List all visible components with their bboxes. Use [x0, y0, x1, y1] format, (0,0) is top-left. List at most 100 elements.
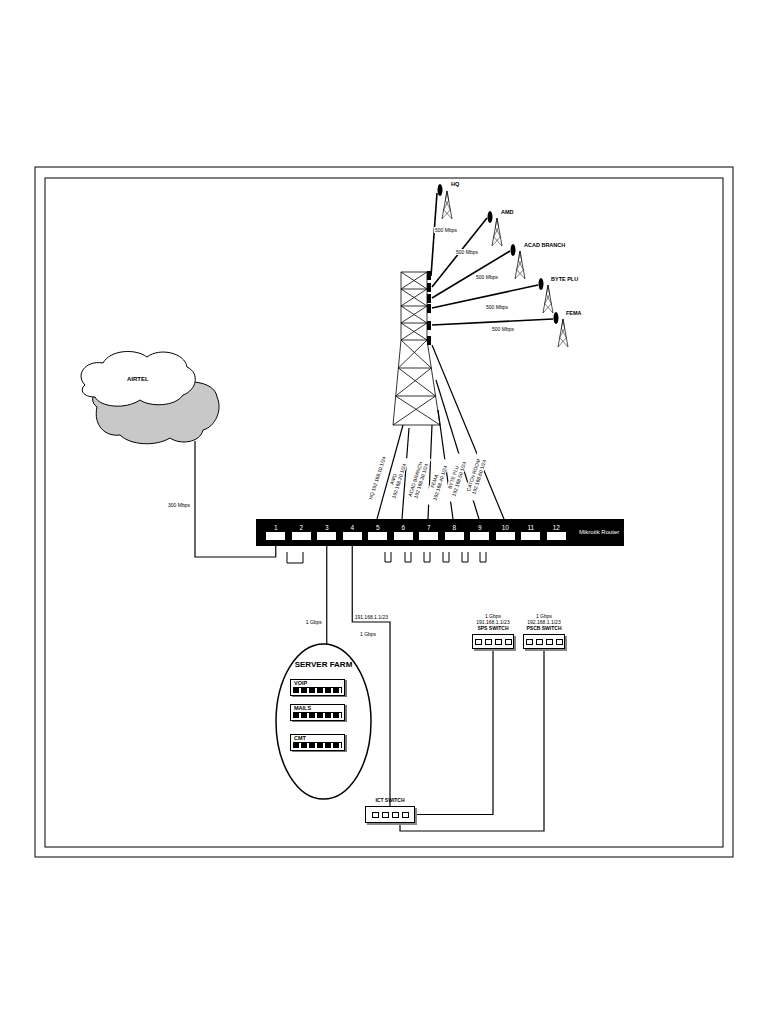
- port-number: 12: [553, 523, 560, 532]
- port-socket: [368, 532, 387, 540]
- mast-legs: [442, 191, 452, 219]
- switch-port: [505, 639, 512, 645]
- tower-brace: [401, 340, 427, 341]
- mast-brace: [545, 294, 552, 303]
- cable-stub: [424, 552, 430, 562]
- port-socket: [521, 532, 540, 540]
- router-port: 4: [340, 523, 366, 540]
- tower-brace: [396, 396, 440, 425]
- bandwidth-label: 500 Mbps: [475, 274, 499, 280]
- port-socket: [292, 532, 311, 540]
- node-text: 191.168.1.1/23: [476, 619, 509, 625]
- tower-brace: [401, 289, 427, 306]
- mast-brace: [444, 200, 451, 209]
- server-box: CMT: [290, 734, 345, 751]
- dish: [438, 184, 443, 196]
- router-port: 3: [314, 523, 340, 540]
- tower-feeders: [377, 345, 504, 519]
- mast-brace: [442, 210, 452, 219]
- port-socket: [547, 532, 566, 540]
- wireless-link: [432, 319, 553, 325]
- router-port: 9: [467, 523, 493, 540]
- node-text: FEMA: [566, 310, 582, 317]
- link-label: 191.168.1.1/23: [354, 614, 389, 620]
- node-text: 192.168.1.1/23: [527, 619, 560, 625]
- network-link: [415, 649, 493, 815]
- node-text: MAILS: [291, 705, 344, 712]
- node-text: AMD: [501, 209, 514, 216]
- port-socket: [496, 532, 515, 540]
- switch-port: [402, 812, 409, 818]
- mast-brace: [558, 338, 568, 347]
- site-label: AMD: [501, 209, 514, 216]
- tower-brace: [393, 425, 440, 426]
- antenna: [427, 271, 431, 280]
- cable-stub: [480, 552, 486, 562]
- wireless-link: [431, 193, 437, 276]
- tower-brace: [401, 289, 427, 290]
- port-number: 11: [527, 523, 534, 532]
- site-label: BYTE PLU: [551, 276, 578, 283]
- tower-brace: [401, 289, 427, 306]
- switch-port: [536, 639, 543, 645]
- dish: [488, 211, 493, 223]
- network-switch: 1 Gbps192.168.1.1/23PSCB SWITCH: [523, 613, 565, 649]
- server-farm: VOIPMAILSCMTSERVER FARM: [275, 643, 372, 800]
- cable-stub: [462, 552, 468, 562]
- tower-brace: [398, 368, 431, 369]
- site-label: ACAD BRANCH: [524, 242, 565, 249]
- tower-brace: [401, 323, 427, 340]
- tower-brace: [398, 340, 427, 368]
- port-socket: [419, 532, 438, 540]
- cable-stub: [405, 552, 411, 562]
- port-socket: [266, 532, 285, 540]
- antenna: [427, 336, 431, 345]
- mast-legs: [492, 218, 502, 246]
- isp-cloud: AIRTEL: [75, 345, 223, 449]
- server-front: [293, 742, 342, 748]
- site-antenna-mast: [438, 184, 453, 219]
- network-link: [400, 649, 544, 831]
- antenna: [427, 304, 431, 313]
- router-port: 5: [365, 523, 391, 540]
- switch-port: [495, 639, 502, 645]
- node-text: PSCB SWITCH: [527, 625, 562, 631]
- switch-body: [472, 634, 514, 649]
- node-text: SPS SWITCH: [477, 625, 508, 631]
- port-number: 9: [478, 523, 482, 532]
- tower-brace: [393, 396, 436, 425]
- mast-brace: [546, 285, 549, 294]
- port-number: 10: [502, 523, 509, 532]
- antenna: [427, 283, 431, 292]
- node-text: AIRTEL: [127, 376, 149, 382]
- router-cable-stubs: [287, 552, 486, 563]
- router-port: 11: [518, 523, 544, 540]
- cable-stub: [385, 552, 391, 562]
- site-label: FEMA: [566, 310, 582, 317]
- port-number: 8: [452, 523, 456, 532]
- bandwidth-label: 500 Mbps: [485, 304, 509, 310]
- bandwidth-label: 1 Gbps: [359, 631, 377, 637]
- link-label: 1 Gbps: [305, 619, 323, 625]
- port-number: 7: [427, 523, 431, 532]
- outer-frame: [35, 167, 733, 857]
- node-text: BYTE PLU: [551, 276, 578, 283]
- switch-body: [365, 806, 415, 823]
- mast-brace: [515, 270, 525, 279]
- mast-legs: [515, 251, 525, 279]
- inner-frame: [45, 178, 723, 847]
- mast-brace: [492, 237, 502, 246]
- router-port: 7: [416, 523, 442, 540]
- port-number: 5: [376, 523, 380, 532]
- dish: [554, 312, 559, 324]
- tower-brace: [401, 272, 427, 289]
- port-number: 4: [350, 523, 354, 532]
- tower-brace: [401, 323, 427, 324]
- node-text: 1 Gbps: [536, 613, 552, 619]
- router-port: 8: [442, 523, 468, 540]
- cloud-shape: [75, 345, 223, 449]
- switch-port: [392, 812, 399, 818]
